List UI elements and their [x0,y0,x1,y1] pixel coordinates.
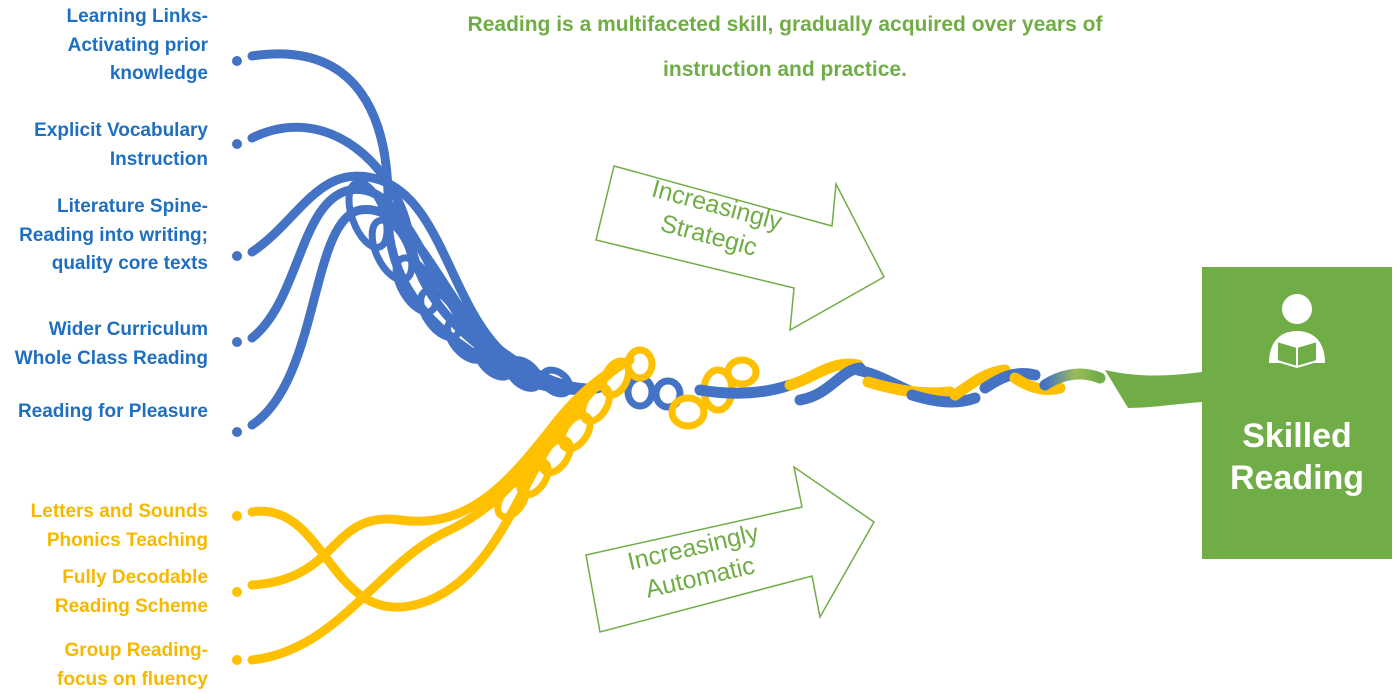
skilled-reading-title: Skilled Reading [1229,417,1365,497]
yellow-strand-group [247,355,635,665]
headline-line-1: Reading is a multifaceted skill, gradual… [467,13,1103,36]
label-literature-spine: Literature Spine- Reading into writing; … [19,196,208,274]
yellow-twist [494,346,760,521]
label-reading-for-pleasure: Reading for Pleasure [17,401,208,422]
label-decodable-scheme: Fully Decodable Reading Scheme [54,567,208,617]
label-explicit-vocabulary: Explicit Vocabulary Instruction [34,120,208,170]
combined-rope [694,358,1106,408]
blue-twist [345,179,684,411]
label-letters-and-sounds: Letters and Sounds Phonics Teaching [30,501,208,551]
yellow-strands [247,355,635,665]
reader-icon [1269,294,1325,369]
rope-end-green [1105,370,1202,408]
label-learning-links: Learning Links- Activating prior knowled… [66,6,208,84]
label-wider-curriculum: Wider Curriculum Whole Class Reading [14,319,208,369]
skilled-reading-box: Skilled Reading [1202,267,1392,559]
arrow-strategic [595,165,885,332]
label-group-reading: Group Reading- focus on fluency [57,640,208,690]
headline: Reading is a multifaceted skill, gradual… [400,2,1170,92]
strand-start-dots [232,56,242,665]
headline-line-2: instruction and practice. [663,58,907,81]
arrow-automatic [585,465,875,633]
